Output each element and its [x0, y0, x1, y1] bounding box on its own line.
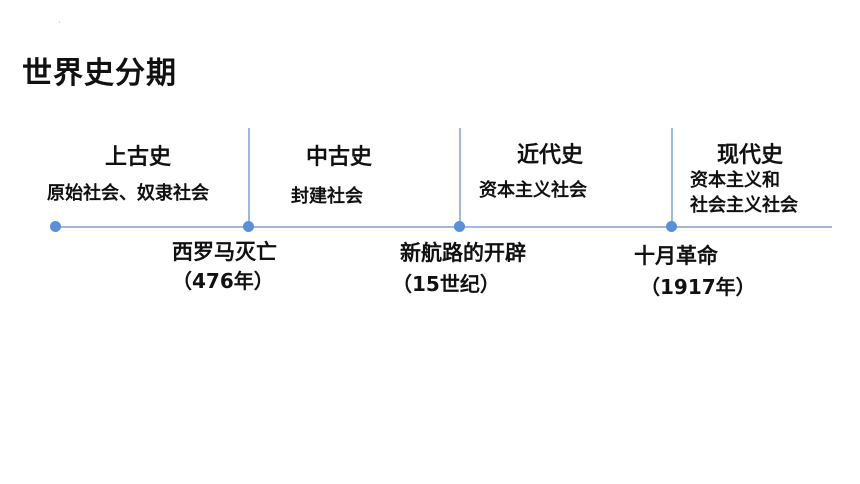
era-divider-3	[671, 128, 673, 226]
timeline-axis	[55, 226, 832, 228]
era-contemporary-desc-line2: 社会主义社会	[690, 195, 798, 216]
event-october-revolution: 十月革命	[634, 244, 718, 268]
timeline-node-start	[50, 221, 61, 232]
era-divider-2	[459, 128, 461, 226]
event-new-sea-route-date: （15世纪）	[392, 272, 500, 296]
era-ancient-name: 上古史	[105, 145, 172, 170]
era-divider-1	[248, 128, 250, 226]
event-october-revolution-date: （1917年）	[640, 275, 756, 299]
era-medieval-desc: 封建社会	[291, 186, 363, 207]
timeline-node-15c	[454, 221, 465, 232]
timeline-node-476	[243, 221, 254, 232]
decorative-dot: ·	[58, 18, 61, 27]
event-new-sea-route: 新航路的开辟	[400, 241, 526, 265]
era-modern-desc: 资本主义社会	[479, 180, 587, 201]
event-west-rome-date: （476年）	[172, 269, 274, 293]
era-medieval-name: 中古史	[306, 145, 373, 170]
era-modern-name: 近代史	[517, 143, 584, 168]
era-contemporary-desc-line1: 资本主义和	[690, 170, 780, 191]
era-ancient-desc: 原始社会、奴隶社会	[47, 183, 209, 204]
page-title: 世界史分期	[22, 56, 177, 91]
era-contemporary-name: 现代史	[717, 143, 784, 168]
event-west-rome-fall: 西罗马灭亡	[172, 240, 277, 264]
timeline-node-1917	[666, 221, 677, 232]
